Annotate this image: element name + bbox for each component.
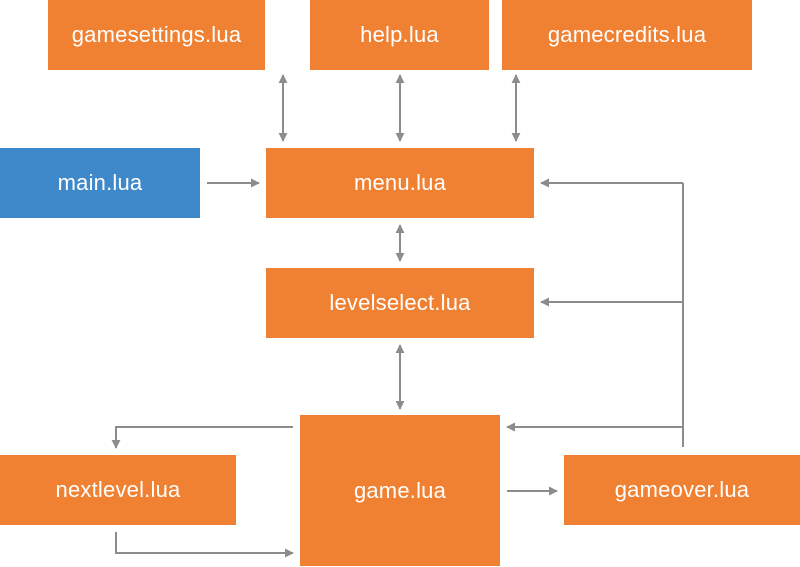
node-gamecredits-label: gamecredits.lua — [547, 22, 707, 47]
node-gameover: gameover.lua — [564, 455, 800, 525]
node-game-label: game.lua — [353, 477, 447, 503]
node-menu-label: menu.lua — [353, 170, 447, 195]
node-gamesettings: gamesettings.lua — [48, 0, 265, 70]
node-gamecredits: gamecredits.lua — [502, 0, 752, 70]
node-help-label: help.lua — [360, 22, 439, 47]
node-nextlevel: nextlevel.lua — [0, 455, 236, 525]
node-nextlevel-label: nextlevel.lua — [55, 477, 181, 502]
node-menu: menu.lua — [266, 148, 534, 218]
node-help: help.lua — [310, 0, 489, 70]
node-gamesettings-label: gamesettings.lua — [71, 22, 242, 47]
node-main-label: main.lua — [57, 170, 143, 195]
edge-game-nextlevel — [111, 426, 293, 449]
node-gameover-label: gameover.lua — [614, 477, 750, 502]
node-levelselect-label: levelselect.lua — [329, 290, 471, 315]
node-levelselect: levelselect.lua — [266, 268, 534, 338]
node-main: main.lua — [0, 148, 200, 218]
edge-nextlevel-game — [115, 532, 294, 558]
node-game: game.lua — [300, 415, 500, 566]
